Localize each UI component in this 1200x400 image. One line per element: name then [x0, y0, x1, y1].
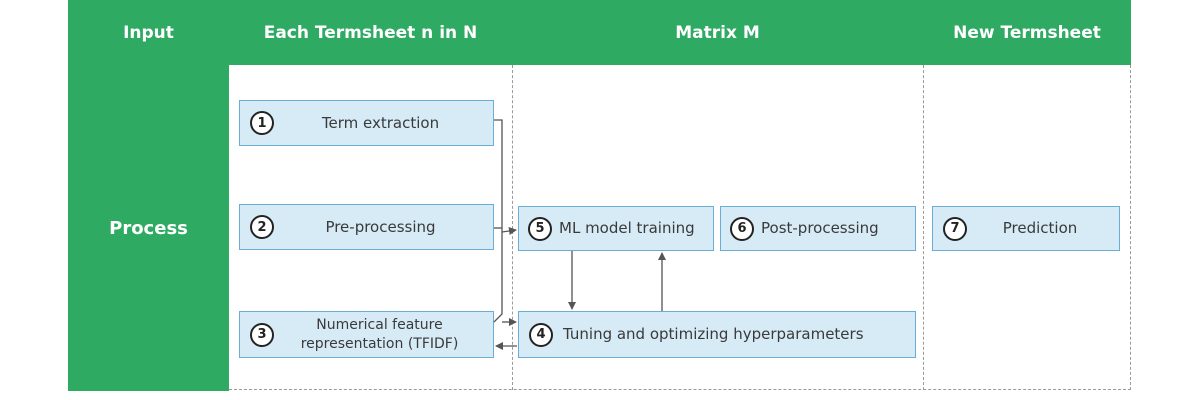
- step-box-pre-processing: 2 Pre-processing: [239, 204, 494, 250]
- step-number-badge: 4: [529, 322, 553, 347]
- step-number-badge: 6: [730, 216, 754, 241]
- step-label: Pre-processing: [325, 217, 436, 236]
- step-number-badge: 3: [250, 322, 274, 347]
- row-label-band: [68, 65, 229, 391]
- grid-frame: [229, 65, 1131, 390]
- step-label: Term extraction: [321, 113, 440, 132]
- step-number-badge: 7: [943, 216, 967, 241]
- step-box-tuning-hyperparameters: 4 Tuning and optimizing hyperparameters: [518, 311, 916, 358]
- step-box-term-extraction: 1 Term extraction: [239, 100, 494, 146]
- step-label: Prediction: [1002, 219, 1078, 238]
- step-box-prediction: 7 Prediction: [932, 206, 1120, 251]
- step-number-badge: 5: [528, 216, 552, 241]
- step-number-badge: 2: [250, 215, 274, 239]
- step-box-ml-model-training: 5 ML model training: [518, 206, 714, 251]
- header-input: Input: [123, 22, 174, 43]
- row-label-process: Process: [109, 217, 188, 239]
- header-new-termsheet: New Termsheet: [953, 22, 1101, 43]
- step-label: Tuning and optimizing hyperparameters: [563, 325, 864, 344]
- step-label: Post-processing: [761, 219, 879, 238]
- step-label: ML model training: [559, 219, 695, 238]
- header-band: [68, 0, 1131, 65]
- header-matrix: Matrix M: [675, 22, 760, 43]
- header-termsheet: Each Termsheet n in N: [263, 22, 478, 43]
- bracket-connector: [493, 119, 503, 323]
- step-label: Numerical feature representation (TFIDF): [300, 316, 459, 352]
- column-divider-matrix-new: [923, 65, 924, 390]
- step-number-badge: 1: [250, 111, 274, 135]
- step-box-numerical-feature: 3 Numerical feature representation (TFID…: [239, 311, 494, 358]
- arrow-to-ml-training: [501, 227, 517, 235]
- step-box-post-processing: 6 Post-processing: [720, 206, 916, 251]
